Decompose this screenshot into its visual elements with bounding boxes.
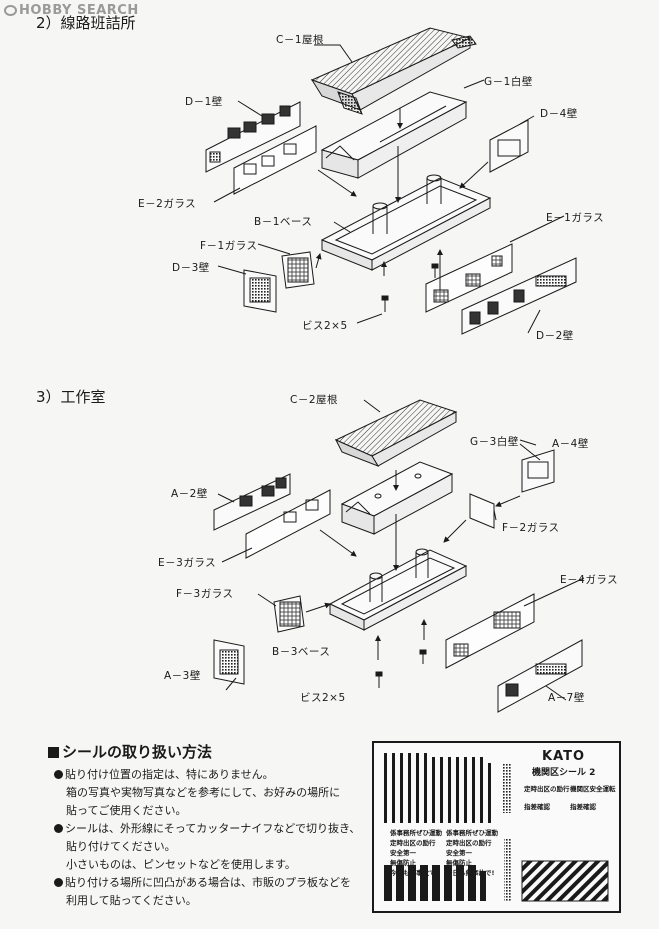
glass-f3 [273, 595, 305, 633]
wall-d1 [205, 101, 301, 173]
wall-d2 [461, 257, 577, 335]
label-d1-wall: D－1壁 [185, 96, 223, 108]
instruction-line-1: 貼り付け位置の指定は、特にありません。 [54, 766, 274, 784]
bullet-icon [54, 824, 63, 833]
sticker-text-7: 無傷防止 [390, 859, 416, 867]
label-f2-glass: F－2ガラス [502, 522, 560, 534]
wall-d3 [243, 269, 277, 313]
sticker-text-12: 機関区安全運転 [570, 785, 616, 793]
wall-d4 [489, 119, 529, 173]
sticker-text-2: 係事務所ぜひ運動 [446, 829, 498, 837]
seal-instructions-title: シールの取り扱い方法 [48, 741, 212, 762]
label-screw-2: ビス2×5 [302, 320, 348, 332]
sticker-sheet-graphics [384, 753, 609, 902]
glass-f2 [469, 493, 495, 529]
sticker-text-4: 定時出区の励行 [446, 839, 492, 847]
section-3-title: 3）工作室 [36, 388, 106, 406]
sticker-text-5: 安全第一 [390, 849, 416, 857]
label-a7-wall: A－7壁 [548, 692, 585, 704]
screws-3 [375, 649, 427, 688]
glass-e3 [245, 489, 331, 559]
glass-e4 [445, 593, 535, 669]
label-screw-3: ビス2×5 [300, 692, 346, 704]
instruction-line-4: シールは、外形線にそってカッターナイフなどで切り抜き、 [54, 820, 360, 838]
roof-c2 [334, 399, 458, 467]
sticker-text-8: 無傷防止 [446, 859, 472, 867]
label-b1-base: B－1ベース [254, 216, 313, 228]
watermark-logo-icon [4, 5, 17, 16]
sticker-text-14: 指差確認 [570, 803, 596, 811]
label-f3-glass: F－3ガラス [176, 588, 234, 600]
label-a3-wall: A－3壁 [164, 670, 201, 682]
label-e3-glass: E－3ガラス [158, 557, 217, 569]
white-wall-g3 [340, 461, 454, 535]
section-2-title: 2）線路班詰所 [36, 14, 136, 32]
bullet-icon [54, 770, 63, 779]
glass-f1 [281, 251, 315, 289]
wall-a4 [521, 449, 555, 493]
sticker-text-13: 指差確認 [524, 803, 550, 811]
kato-logo: KATO [542, 749, 586, 764]
label-d4-wall: D－4壁 [540, 108, 578, 120]
base-b3 [328, 548, 468, 631]
wall-a2 [213, 473, 291, 531]
instruction-line-5: 貼り付けてください。 [66, 840, 176, 853]
label-e4-glass: E－4ガラス [560, 574, 619, 586]
watermark: HOBBY SEARCH [4, 3, 139, 18]
label-g3-white-wall: G－3白壁 [470, 436, 519, 448]
roof-c1 [310, 27, 477, 115]
white-wall-g1 [320, 91, 468, 179]
label-c2-roof: C－2屋根 [290, 394, 339, 406]
wall-a7 [497, 639, 583, 713]
label-f1-glass: F－1ガラス [200, 240, 258, 252]
glass-e2 [233, 125, 317, 195]
sticker-text-9: 今日も無事故で! [390, 869, 439, 877]
glass-e1 [425, 243, 513, 313]
label-e2-glass: E－2ガラス [138, 198, 197, 210]
instruction-line-8: 利用して貼ってください。 [66, 894, 197, 907]
sticker-text-1: 係事務所ぜひ運動 [390, 829, 442, 837]
screws-2 [381, 263, 439, 312]
instruction-line-6: 小さいものは、ピンセットなどを使用します。 [66, 858, 296, 871]
label-a2-wall: A－2壁 [171, 488, 208, 500]
sticker-text-10: 今日も無事故で! [446, 869, 495, 877]
label-e1-glass: E－1ガラス [546, 212, 605, 224]
instruction-line-7: 貼り付ける場所に凹凸がある場合は、市販のプラ板などを [54, 874, 351, 892]
sticker-sheet-title: 機関区シール 2 [532, 768, 596, 778]
base-b1 [320, 174, 492, 271]
wall-a3 [213, 639, 245, 685]
sticker-sheet: KATO 機関区シール 2 係事務所ぜひ運動 係事務所ぜひ運動 定時出区の励行 … [372, 741, 621, 913]
label-a4-wall: A－4壁 [552, 438, 589, 450]
label-d3-wall: D－3壁 [172, 262, 210, 274]
instruction-line-3: 貼ってご使用ください。 [66, 804, 187, 817]
sticker-text-6: 安全第一 [446, 849, 472, 857]
square-bullet-icon [48, 747, 59, 758]
instruction-line-2: 箱の写真や実物写真などを参考にして、お好みの場所に [66, 786, 341, 799]
bullet-icon [54, 878, 63, 887]
label-b3-base: B－3ベース [272, 646, 331, 658]
label-c1-roof: C－1屋根 [276, 34, 325, 46]
sticker-text-3: 定時出区の励行 [390, 839, 436, 847]
label-g1-white-wall: G－1白壁 [484, 76, 533, 88]
label-d2-wall: D－2壁 [536, 330, 574, 342]
sticker-text-11: 定時出区の励行 [524, 785, 570, 793]
